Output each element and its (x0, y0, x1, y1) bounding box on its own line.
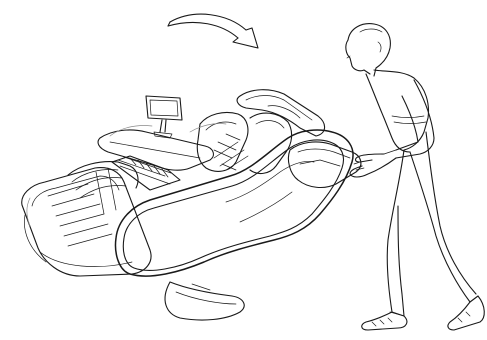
person-torso (365, 69, 430, 153)
chair-left-armrest (97, 129, 214, 171)
chair-base (164, 281, 245, 321)
chair-backrest-cushion (196, 111, 293, 175)
curved-arrow-icon (167, 13, 259, 49)
chair-calf-section (67, 161, 139, 215)
person-hands (349, 153, 397, 178)
chair-leg-rest (21, 167, 152, 277)
person-shoes (361, 295, 485, 331)
chair-seat-track (111, 155, 181, 191)
person-figure (345, 23, 485, 331)
massage-chair (21, 89, 362, 321)
person-legs (386, 131, 479, 317)
person-arm (383, 79, 435, 159)
chair-control-tablet (145, 95, 183, 139)
person-head (345, 23, 391, 77)
chair-right-armrest (287, 141, 362, 189)
chair-rear-frame (26, 123, 227, 227)
chair-headrest (236, 89, 326, 137)
